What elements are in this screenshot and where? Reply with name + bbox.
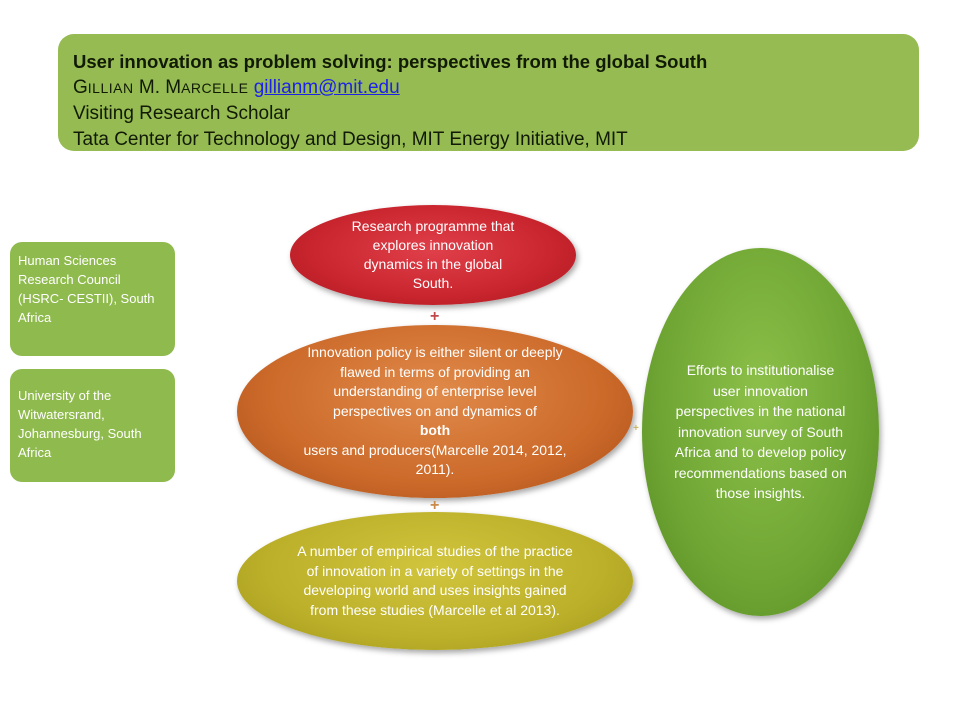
author-email-link[interactable]: gillianm@mit.edu (253, 77, 400, 98)
affiliation-box-hsrc: Human Sciences Research Council (HSRC- C… (10, 242, 175, 356)
affiliation-box-text: Human Sciences Research Council (HSRC- C… (18, 253, 155, 325)
author-affiliation: Tata Center for Technology and Design, M… (73, 129, 628, 150)
connector-plus-icon: + (430, 308, 440, 325)
institutionalise-efforts-oval: Efforts to institutionalise user innovat… (642, 248, 879, 616)
empirical-studies-oval: A number of empirical studies of the pra… (237, 512, 633, 650)
institutionalise-efforts-text: Efforts to institutionalise user innovat… (674, 362, 847, 502)
author-line: GILLIAN M. MARCELLE gillianm@mit.edu (73, 75, 919, 101)
author-name: GILLIAN M. MARCELLE (73, 77, 249, 98)
innovation-policy-oval: Innovation policy is either silent or de… (237, 325, 633, 498)
title-banner: User innovation as problem solving: pers… (58, 34, 919, 151)
author-role: Visiting Research Scholar (73, 103, 291, 124)
connector-plus-icon: + (430, 497, 440, 514)
connector-plus-icon: + (633, 423, 639, 434)
affiliation-box-wits: University of the Witwatersrand, Johanne… (10, 369, 175, 482)
presentation-title: User innovation as problem solving: pers… (73, 51, 708, 72)
affiliation-box-text: University of the Witwatersrand, Johanne… (18, 388, 142, 460)
innovation-policy-text: Innovation policy is either silent or de… (303, 344, 567, 478)
research-programme-oval: Research programme that explores innovat… (290, 205, 576, 305)
empirical-studies-text: A number of empirical studies of the pra… (297, 543, 573, 618)
research-programme-text: Research programme that explores innovat… (351, 218, 515, 291)
